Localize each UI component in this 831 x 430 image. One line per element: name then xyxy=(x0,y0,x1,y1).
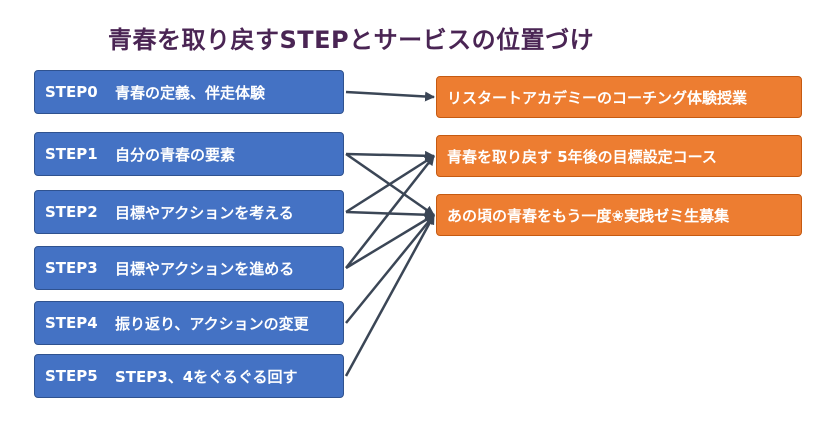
step-box-4: STEP4 振り返り、アクションの変更 xyxy=(34,301,344,345)
step-code: STEP5 xyxy=(45,367,98,385)
course-box-coaching-trial: リスタートアカデミーのコーチング体験授業 xyxy=(436,76,802,118)
step-code: STEP3 xyxy=(45,259,98,277)
step-box-3: STEP3 目標やアクションを進める xyxy=(34,246,344,290)
step-label: 振り返り、アクションの変更 xyxy=(115,314,309,333)
connector-arrow-step1-to-course-1 xyxy=(345,150,435,161)
connector-arrow-step4-to-course-2 xyxy=(345,214,435,324)
connector-arrow-step2-to-course-1 xyxy=(345,154,435,214)
connector-arrow-step3-to-course-1 xyxy=(345,155,435,269)
step-box-2: STEP2 目標やアクションを考える xyxy=(34,190,344,234)
step-label: 目標やアクションを考える xyxy=(115,203,294,222)
step-box-1: STEP1 自分の青春の要素 xyxy=(34,132,344,176)
step-box-0: STEP0 青春の定義、伴走体験 xyxy=(34,70,344,114)
connector-arrow-step5-to-course-2 xyxy=(344,214,436,377)
step-code: STEP4 xyxy=(45,314,98,332)
step-box-5: STEP5 STEP3、4をぐるぐる回す xyxy=(34,354,344,398)
connector-arrow-step3-to-course-2 xyxy=(345,213,435,270)
course-label: 青春を取り戻す 5年後の目標設定コース xyxy=(447,147,717,166)
course-box-goal-setting: 青春を取り戻す 5年後の目標設定コース xyxy=(436,135,802,177)
connector-arrow-step0-to-course-0 xyxy=(345,90,435,102)
step-label: STEP3、4をぐるぐる回す xyxy=(115,367,298,386)
step-code: STEP1 xyxy=(45,145,98,163)
course-label: あの頃の青春をもう一度❀実践ゼミ生募集 xyxy=(447,206,730,225)
course-label: リスタートアカデミーのコーチング体験授業 xyxy=(447,88,748,107)
step-label: 目標やアクションを進める xyxy=(115,259,295,278)
step-code: STEP0 xyxy=(45,83,98,101)
diagram-title: 青春を取り戻すSTEPとサービスの位置づけ xyxy=(108,26,595,54)
step-label: 青春の定義、伴走体験 xyxy=(115,83,266,102)
step-label: 自分の青春の要素 xyxy=(115,145,236,164)
step-code: STEP2 xyxy=(45,203,98,221)
course-box-practice-seminar: あの頃の青春をもう一度❀実践ゼミ生募集 xyxy=(436,194,802,236)
